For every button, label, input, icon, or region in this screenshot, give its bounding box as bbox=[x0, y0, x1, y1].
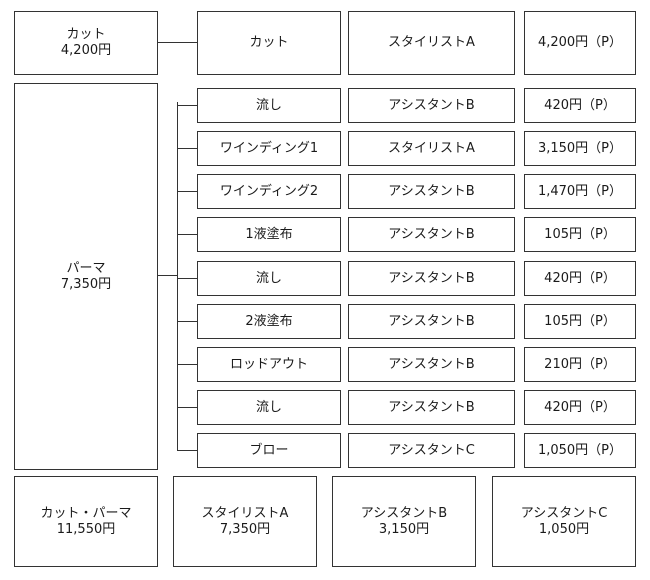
perm-fee-label: 3,150円（P） bbox=[537, 140, 623, 156]
summary-total-box: カット・パーマ 11,550円 bbox=[14, 476, 158, 567]
perm-row-connector bbox=[177, 191, 197, 192]
perm-connector-spine bbox=[177, 102, 178, 451]
summary-stylist-a-amount: 7,350円 bbox=[219, 521, 271, 537]
perm-staff-box: アシスタントB bbox=[348, 217, 515, 252]
perm-staff-box: アシスタントB bbox=[348, 88, 515, 123]
perm-staff-box: スタイリストA bbox=[348, 131, 515, 166]
perm-fee-box: 420円（P） bbox=[524, 390, 636, 425]
perm-step-label: ワインディング1 bbox=[219, 140, 319, 156]
summary-assistant-c-amount: 1,050円 bbox=[538, 521, 590, 537]
perm-step-box: 2液塗布 bbox=[197, 304, 341, 339]
perm-fee-label: 105円（P） bbox=[544, 313, 616, 329]
perm-fee-box: 420円（P） bbox=[524, 261, 636, 296]
cut-service-box: カット 4,200円 bbox=[14, 11, 158, 75]
perm-step-label: ワインディング2 bbox=[219, 183, 319, 199]
perm-staff-label: アシスタントB bbox=[388, 356, 475, 372]
perm-step-label: 1液塗布 bbox=[245, 226, 293, 242]
perm-service-price: 7,350円 bbox=[60, 276, 112, 292]
summary-stylist-a-name: スタイリストA bbox=[201, 505, 289, 521]
perm-step-box: 流し bbox=[197, 88, 341, 123]
perm-step-box: ブロー bbox=[197, 433, 341, 468]
perm-fee-box: 105円（P） bbox=[524, 217, 636, 252]
summary-assistant-c-name: アシスタントC bbox=[520, 505, 608, 521]
perm-connector-trunk bbox=[158, 275, 178, 276]
perm-step-label: ブロー bbox=[249, 442, 289, 458]
cut-staff-box: スタイリストA bbox=[348, 11, 515, 75]
perm-step-label: ロッドアウト bbox=[229, 356, 308, 372]
cut-staff-label: スタイリストA bbox=[388, 35, 475, 50]
perm-step-box: ワインディング1 bbox=[197, 131, 341, 166]
perm-step-label: 2液塗布 bbox=[245, 313, 293, 329]
perm-staff-label: アシスタントC bbox=[388, 442, 475, 458]
summary-stylist-a-box: スタイリストA 7,350円 bbox=[173, 476, 317, 567]
perm-step-box: 1液塗布 bbox=[197, 217, 341, 252]
perm-staff-label: スタイリストA bbox=[388, 140, 475, 156]
cut-step-label: カット bbox=[249, 35, 289, 50]
cut-service-title: カット bbox=[66, 27, 106, 42]
perm-fee-label: 1,470円（P） bbox=[537, 183, 623, 199]
perm-staff-label: アシスタントB bbox=[388, 226, 475, 242]
perm-service-title: パーマ bbox=[66, 260, 106, 276]
summary-assistant-b-amount: 3,150円 bbox=[378, 521, 430, 537]
perm-row-connector bbox=[177, 148, 197, 149]
perm-staff-box: アシスタントB bbox=[348, 347, 515, 382]
perm-fee-box: 105円（P） bbox=[524, 304, 636, 339]
summary-total-name: カット・パーマ bbox=[40, 505, 132, 521]
perm-staff-box: アシスタントB bbox=[348, 390, 515, 425]
perm-step-label: 流し bbox=[255, 399, 282, 415]
perm-staff-box: アシスタントB bbox=[348, 174, 515, 209]
cut-service-price: 4,200円 bbox=[60, 43, 112, 58]
perm-fee-label: 105円（P） bbox=[544, 226, 616, 242]
perm-fee-box: 210円（P） bbox=[524, 347, 636, 382]
perm-row-connector bbox=[177, 105, 197, 106]
perm-row-connector bbox=[177, 321, 197, 322]
perm-step-box: 流し bbox=[197, 261, 341, 296]
perm-row-connector bbox=[177, 278, 197, 279]
perm-service-box: パーマ 7,350円 bbox=[14, 83, 158, 470]
perm-fee-label: 1,050円（P） bbox=[537, 442, 623, 458]
cut-connector bbox=[158, 42, 197, 43]
perm-staff-label: アシスタントB bbox=[388, 97, 475, 113]
perm-staff-box: アシスタントB bbox=[348, 261, 515, 296]
perm-step-box: ワインディング2 bbox=[197, 174, 341, 209]
summary-assistant-b-name: アシスタントB bbox=[360, 505, 448, 521]
perm-row-connector bbox=[177, 407, 197, 408]
perm-fee-box: 420円（P） bbox=[524, 88, 636, 123]
perm-staff-label: アシスタントB bbox=[388, 270, 475, 286]
perm-step-box: ロッドアウト bbox=[197, 347, 341, 382]
perm-fee-label: 210円（P） bbox=[544, 356, 616, 372]
perm-row-connector bbox=[177, 364, 197, 365]
cut-step-box: カット bbox=[197, 11, 341, 75]
cut-fee-box: 4,200円（P） bbox=[524, 11, 636, 75]
perm-fee-box: 3,150円（P） bbox=[524, 131, 636, 166]
perm-step-label: 流し bbox=[255, 97, 282, 113]
perm-staff-label: アシスタントB bbox=[388, 313, 475, 329]
perm-step-label: 流し bbox=[255, 270, 282, 286]
summary-total-amount: 11,550円 bbox=[56, 521, 116, 537]
perm-staff-box: アシスタントC bbox=[348, 433, 515, 468]
perm-staff-label: アシスタントB bbox=[388, 399, 475, 415]
perm-fee-label: 420円（P） bbox=[544, 399, 616, 415]
perm-row-connector bbox=[177, 234, 197, 235]
perm-fee-box: 1,050円（P） bbox=[524, 433, 636, 468]
perm-row-connector bbox=[177, 450, 197, 451]
cut-fee-label: 4,200円（P） bbox=[537, 35, 623, 50]
perm-fee-label: 420円（P） bbox=[544, 270, 616, 286]
perm-fee-label: 420円（P） bbox=[544, 97, 616, 113]
perm-fee-box: 1,470円（P） bbox=[524, 174, 636, 209]
perm-step-box: 流し bbox=[197, 390, 341, 425]
summary-assistant-b-box: アシスタントB 3,150円 bbox=[332, 476, 476, 567]
perm-staff-label: アシスタントB bbox=[388, 183, 475, 199]
perm-staff-box: アシスタントB bbox=[348, 304, 515, 339]
summary-assistant-c-box: アシスタントC 1,050円 bbox=[492, 476, 636, 567]
